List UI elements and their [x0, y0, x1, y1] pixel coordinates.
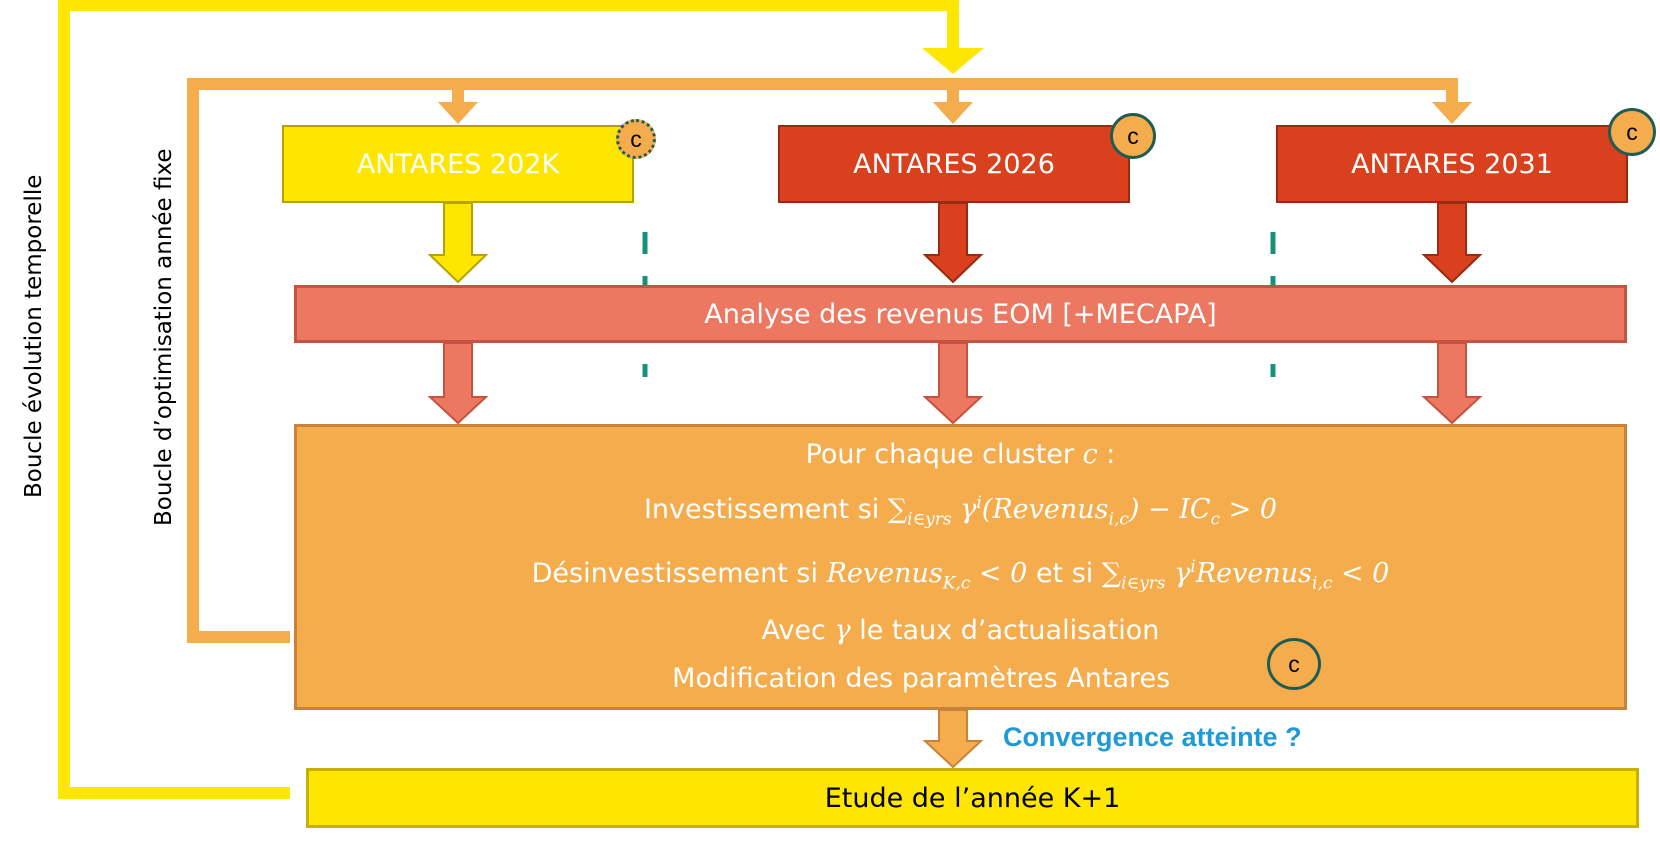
main-line-3: Désinvestissement si RevenusK,c < 0 et s… — [531, 557, 1390, 594]
main-line-2: Investissement si ∑i∈yrs γi(Revenusi,c) … — [643, 492, 1278, 529]
arrowhead-202k — [438, 102, 478, 124]
main-line-4: Avec γ le taux d’actualisation — [761, 615, 1160, 647]
main-line-1: Pour chaque cluster c : — [805, 438, 1116, 470]
arrow-analyse-to-main-2 — [922, 342, 984, 425]
arrow-analyse-to-main-1 — [427, 342, 489, 425]
antares-202k-box: ANTARES 202K — [282, 125, 634, 203]
arrowhead-2031 — [1432, 102, 1472, 124]
arrow-2026-to-analyse — [922, 202, 984, 284]
arrow-2031-to-analyse — [1421, 202, 1483, 284]
cluster-decision-box: Pour chaque cluster c : Investissement s… — [294, 424, 1627, 710]
antares-2031-box: ANTARES 2031 — [1276, 125, 1628, 203]
analyse-revenus-bar: Analyse des revenus EOM [+MECAPA] — [294, 285, 1627, 343]
cluster-badge-2026: c — [1110, 113, 1156, 159]
main-line-5: Modification des paramètres Antares — [672, 663, 1171, 695]
cluster-badge-params: c — [1267, 638, 1321, 690]
convergence-question: Convergence atteinte ? — [1003, 722, 1302, 752]
cluster-badge-2031: c — [1608, 108, 1656, 156]
outer-loop-label: Boucle évolution temporelle — [21, 174, 47, 498]
outer-loop-line — [58, 0, 959, 799]
arrowhead-2026 — [933, 102, 973, 124]
cluster-badge-202k: c — [616, 119, 656, 159]
arrow-main-to-etude — [922, 709, 984, 769]
outer-loop-arrowhead — [922, 48, 984, 74]
arrow-analyse-to-main-3 — [1421, 342, 1483, 425]
inner-loop-label: Boucle d’optimisation année fixe — [151, 148, 177, 526]
arrow-202k-to-analyse — [427, 202, 489, 284]
antares-2026-box: ANTARES 2026 — [778, 125, 1130, 203]
etude-annee-box: Etude de l’année K+1 — [306, 768, 1639, 828]
inner-loop-line — [187, 78, 1458, 643]
